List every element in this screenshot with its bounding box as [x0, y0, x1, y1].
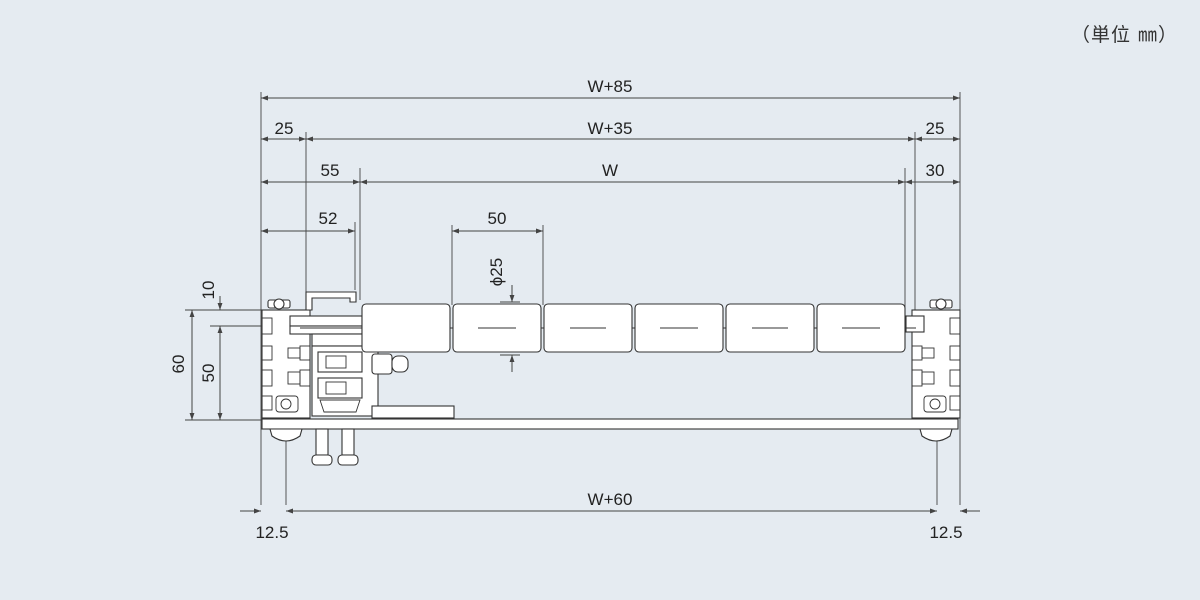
dim-label-left-25: 25	[275, 119, 294, 138]
roller-row	[300, 303, 916, 353]
dimension-heights: 60 50 10	[169, 281, 223, 420]
dim-label-base-width: W+60	[588, 490, 633, 509]
dim-label-60: 60	[169, 355, 188, 374]
dim-label-pitch-50: 50	[488, 209, 507, 228]
dimension-overall-width: W+85	[261, 77, 960, 101]
unit-note: （単位 ㎜）	[1070, 24, 1178, 46]
dim-label-10: 10	[199, 281, 218, 300]
dimension-inner-width: 25 W+35 25	[261, 119, 960, 142]
dim-label-overall-width: W+85	[588, 77, 633, 96]
left-bracket-assembly	[289, 291, 455, 466]
roller	[361, 303, 451, 353]
dimension-roller-width: 55 W 30	[261, 161, 960, 185]
extension-lines	[185, 92, 961, 505]
dim-label-inner-width: W+35	[588, 119, 633, 138]
dimension-roller-diameter: ϕ25	[487, 258, 515, 372]
dimension-base-width: W+60 12.5 12.5	[240, 490, 980, 542]
dim-label-diameter: ϕ25	[487, 258, 506, 286]
dim-label-50: 50	[199, 364, 218, 383]
dim-label-55: 55	[321, 161, 340, 180]
dim-label-right-12-5: 12.5	[929, 523, 962, 542]
dim-label-30: 30	[926, 161, 945, 180]
dimension-52: 52	[261, 209, 355, 234]
base-plate	[261, 418, 959, 430]
dim-label-52: 52	[319, 209, 338, 228]
dim-label-left-12-5: 12.5	[255, 523, 288, 542]
dim-label-right-25: 25	[926, 119, 945, 138]
dim-label-w: W	[602, 161, 618, 180]
dimension-roller-pitch: 50	[452, 209, 543, 234]
